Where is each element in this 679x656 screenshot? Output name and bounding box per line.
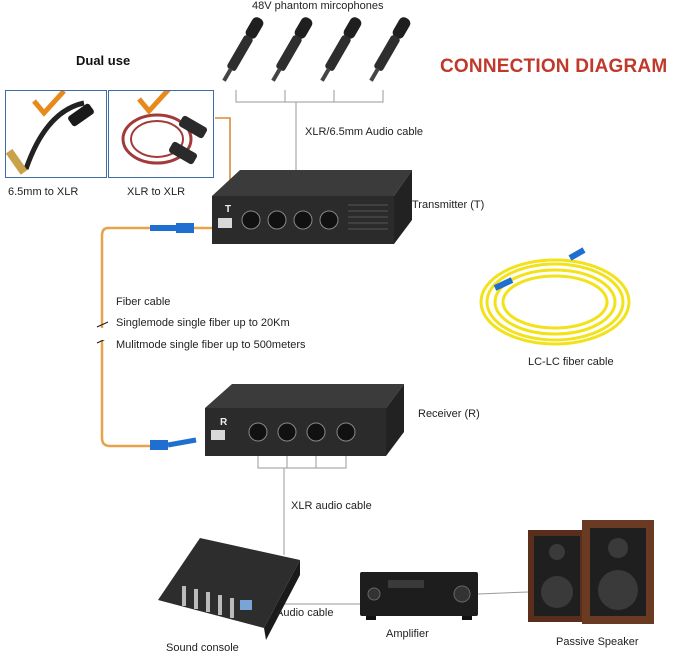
xlr-port-icons (248, 422, 356, 442)
singlemode-label: Singlemode single fiber up to 20Km (116, 317, 290, 329)
microphone-icon (369, 17, 411, 82)
jack-to-xlr-cable-icon (6, 91, 94, 175)
receiver-label: Receiver (R) (418, 408, 480, 420)
checkmark-icon (32, 91, 66, 117)
checkmark-icon (137, 91, 171, 115)
microphone-icon (222, 17, 264, 82)
mics-label: 48V phantom mircophones (252, 0, 384, 12)
microphone-icon (320, 17, 362, 82)
receiver-letter: R (220, 417, 228, 428)
lc-fiber-coil (479, 247, 631, 346)
microphones-group (222, 17, 411, 82)
cable-635-label: 6.5mm to XLR (8, 186, 79, 198)
xlr-audio-cable-label: XLR audio cable (291, 500, 372, 512)
transmitter-label: Transmitter (T) (412, 199, 485, 211)
diagram-title: CONNECTION DIAGRAM (440, 56, 668, 77)
receiver-device (150, 384, 404, 456)
lc-connector-icon (150, 440, 168, 450)
cable-box-635-xlr (5, 90, 107, 178)
multimode-label: Mulitmode single fiber up to 500meters (116, 339, 306, 351)
microphone-icon (271, 17, 313, 82)
transmitter-device (150, 170, 412, 244)
lc-cable-label: LC-LC fiber cable (528, 356, 614, 368)
xlr-cable-icon (121, 91, 208, 165)
lc-connector-icon (493, 277, 514, 291)
transmitter-letter: T (225, 204, 232, 215)
fiber-cable-label: Fiber cable (116, 296, 171, 308)
xlr-port-icons (241, 210, 339, 230)
audio-cable-bottom-label: Audio cable (276, 607, 334, 619)
passive-speaker-label: Passive Speaker (556, 636, 639, 648)
lc-connector-icon (568, 247, 586, 261)
sound-console-label: Sound console (166, 642, 239, 654)
cable-box-xlr-xlr (108, 90, 214, 178)
fiber-break-gap (98, 328, 108, 340)
fiber-port-icon (211, 430, 225, 440)
amplifier-label: Amplifier (386, 628, 429, 640)
dual-use-label: Dual use (76, 53, 131, 68)
audio-cable-top-label: XLR/6.5mm Audio cable (305, 126, 424, 138)
fiber-port-icon (218, 218, 232, 228)
vent-lines (348, 204, 388, 230)
cable-xlr-label: XLR to XLR (127, 186, 186, 198)
